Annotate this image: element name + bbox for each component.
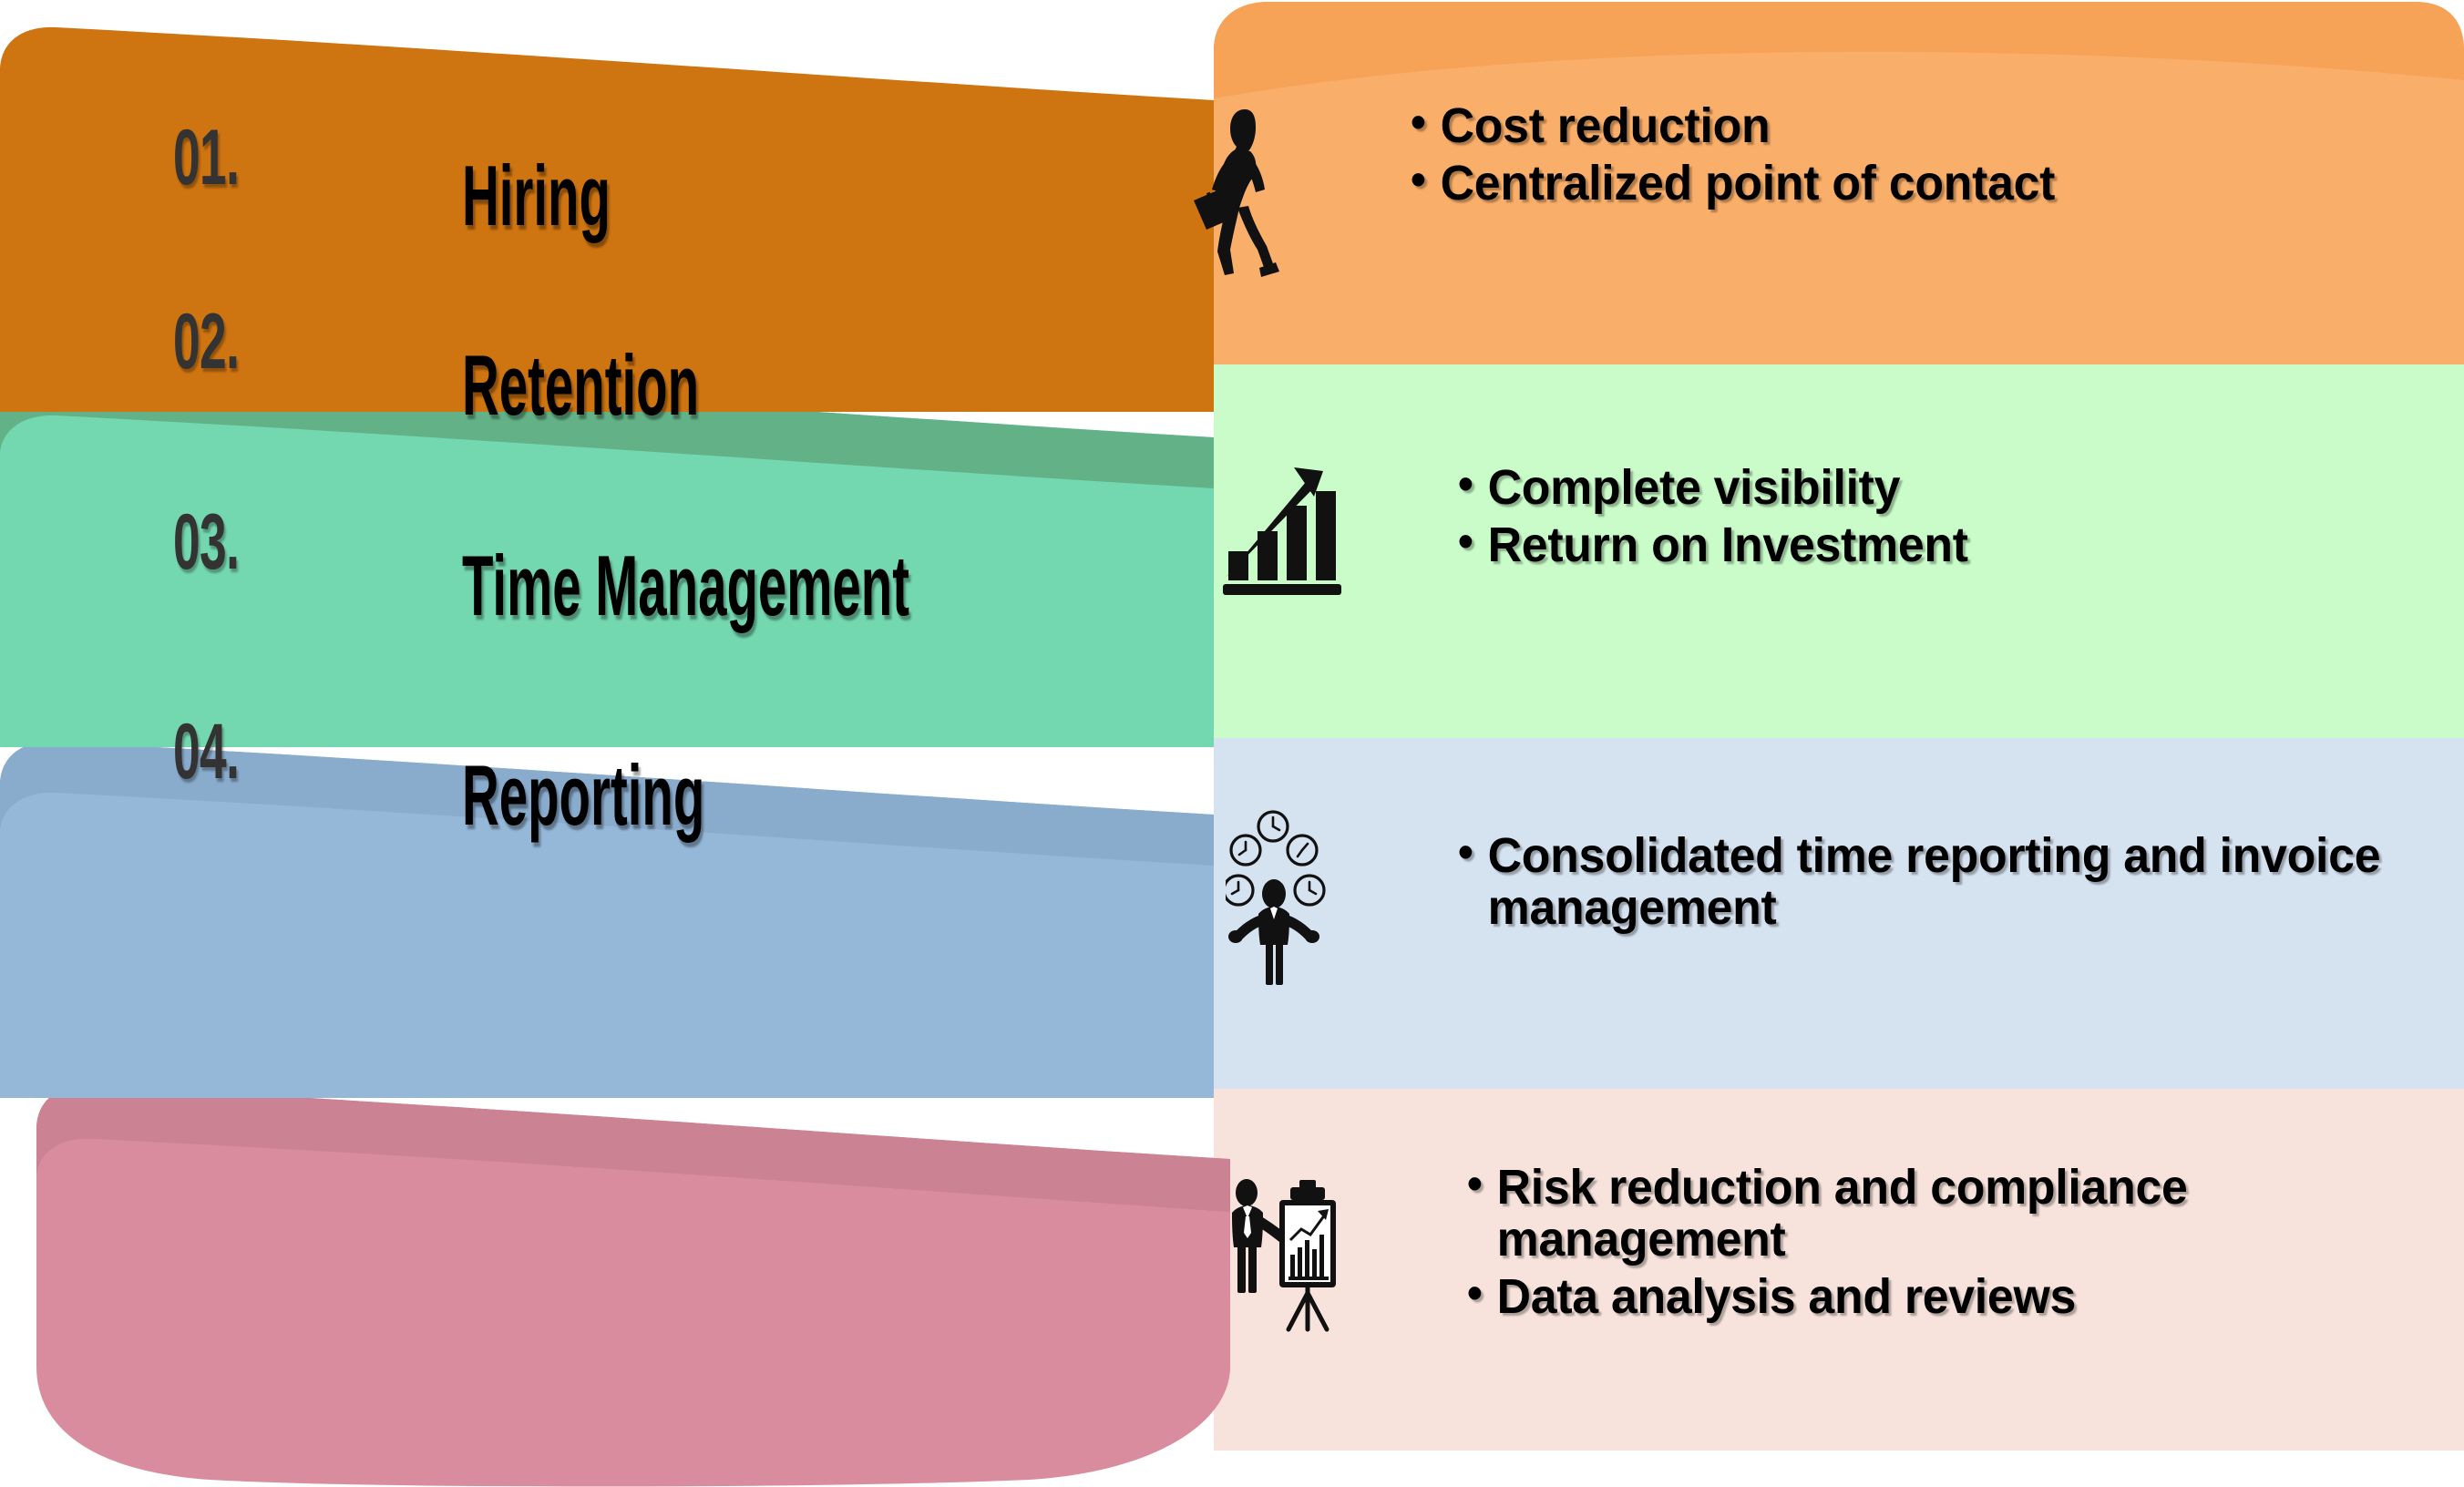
person-juggling-clocks-icon xyxy=(1226,810,1326,985)
list-item: Centralized point of contact xyxy=(1411,156,2055,210)
list-item: Complete visibility xyxy=(1458,460,1968,514)
list-item: Cost reduction xyxy=(1411,98,2055,152)
row-1-icon xyxy=(1176,106,1303,279)
row-4-band-highlight xyxy=(36,1085,1230,1212)
list-item: Risk reduction and compliance management xyxy=(1467,1160,2403,1266)
presenter-with-chart-easel-icon xyxy=(1232,1179,1336,1332)
row-2-card-content: Complete visibility Return on Investment xyxy=(1221,460,2442,600)
list-item: Data analysis and reviews xyxy=(1467,1269,2403,1323)
row-3-icon xyxy=(1221,806,1358,989)
row-1-card-highlight xyxy=(1214,2,2464,98)
row-1-bullet-list: Cost reduction Centralized point of cont… xyxy=(1411,98,2055,210)
row-2-bullet-list: Complete visibility Return on Investment xyxy=(1458,460,1968,571)
row-3-bullet-list: Consolidated time reporting and invoice … xyxy=(1458,828,2403,934)
row-4-card-content: Risk reduction and compliance management… xyxy=(1221,1160,2442,1338)
row-1-band-shape xyxy=(0,26,1214,412)
row-4-icon xyxy=(1221,1174,1367,1338)
row-3-band-highlight xyxy=(0,741,1214,866)
row-1-card-content: Cost reduction Centralized point of cont… xyxy=(1176,98,2433,279)
list-item: Consolidated time reporting and invoice … xyxy=(1458,828,2403,934)
growth-bar-chart-arrow-icon xyxy=(1223,467,1341,595)
businesswoman-walking-with-briefcase-icon xyxy=(1194,109,1279,277)
row-3-card-content: Consolidated time reporting and invoice … xyxy=(1221,806,2442,989)
row-2-icon xyxy=(1221,464,1349,600)
list-item: Return on Investment xyxy=(1458,518,1968,571)
row-4-bullet-list: Risk reduction and compliance management… xyxy=(1467,1160,2403,1324)
